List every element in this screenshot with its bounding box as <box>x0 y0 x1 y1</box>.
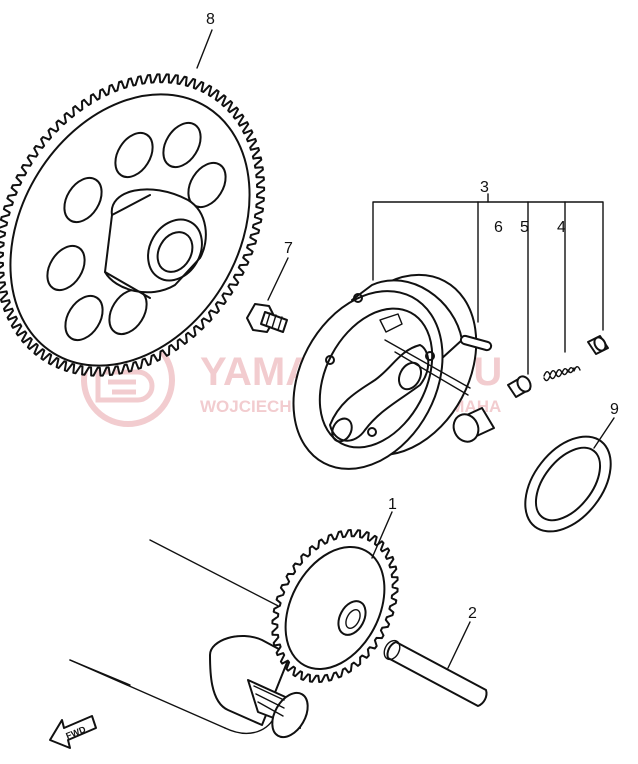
gear-1-hub <box>337 600 367 636</box>
gear-8-hole <box>46 244 86 292</box>
assembly-bracket-3 <box>372 193 604 375</box>
callout-2: 2 <box>468 605 477 622</box>
clutch-insert-line <box>384 339 471 389</box>
clutch-bolt-hole <box>325 355 335 365</box>
clutch-bolt-hole <box>353 293 363 303</box>
gear-8-hub-boss <box>104 188 207 294</box>
spline-groove <box>255 693 285 709</box>
bolt-7-thread <box>271 314 277 329</box>
shaft-2-end <box>383 639 401 661</box>
callout-8: 8 <box>206 11 215 28</box>
spring-cap-end <box>593 336 607 352</box>
idler-shaft <box>383 639 488 707</box>
fwd-arrow-shape <box>49 715 97 749</box>
bolt-7-thread <box>265 312 271 327</box>
shaft-2-body <box>386 641 488 707</box>
spline-groove <box>253 685 285 701</box>
roller-large-end <box>452 413 480 443</box>
forward-direction-arrow: FWD <box>49 715 97 749</box>
clutch-roller-slot <box>329 344 430 442</box>
leader-line-2 <box>447 621 471 669</box>
roller-5 <box>507 375 532 398</box>
watermark-logo-mark <box>95 369 155 403</box>
gear-8-hole <box>114 131 154 179</box>
clutch-bolt-hole <box>425 351 435 361</box>
gear-8-hub-edge <box>104 271 151 299</box>
clutch-bolt-hole <box>367 427 377 437</box>
callout-1: 1 <box>388 496 397 513</box>
washer-9-inner <box>534 446 602 522</box>
spring-cap <box>587 335 609 355</box>
gear-8-hub-edge <box>111 194 151 216</box>
spline-groove <box>257 701 284 717</box>
roller-large <box>452 407 495 443</box>
gear-8-inner-rim <box>9 93 251 367</box>
idler-gear <box>271 529 399 683</box>
clutch-inner-step <box>318 307 434 449</box>
bolt-7-thread <box>277 316 283 331</box>
callout-3: 3 <box>480 179 489 196</box>
gear-1-web <box>284 546 386 670</box>
spline-shaft-end <box>271 691 309 739</box>
washer-9-outer <box>524 435 612 533</box>
gear-8-hole <box>63 176 103 224</box>
clutch-notch <box>379 313 403 333</box>
leader-line-9 <box>593 417 615 449</box>
motor-outline-top <box>149 539 291 613</box>
clutch-roller-pin <box>397 361 423 391</box>
gear-8-bore <box>156 231 194 273</box>
hex-bolt <box>246 303 288 333</box>
callout-6: 6 <box>494 219 503 236</box>
gear-8-hole <box>162 121 202 169</box>
callout-4: 4 <box>557 219 566 236</box>
gear-8-hole <box>64 294 104 342</box>
spring-4-lower <box>543 367 575 382</box>
clutch-roller-pin <box>331 417 353 443</box>
gear-1-teeth <box>271 529 399 683</box>
starter-wheel-gear <box>0 73 266 377</box>
washer-9 <box>524 435 612 533</box>
clutch-insert-line <box>394 351 469 396</box>
callout-5: 5 <box>520 219 529 236</box>
roller-5-end <box>516 375 532 393</box>
motor-spline-shaft <box>209 635 309 739</box>
callout-7: 7 <box>284 240 293 257</box>
gear-1-bore <box>345 609 361 629</box>
gear-8-hub-face <box>147 218 203 282</box>
leader-line-8 <box>196 29 213 69</box>
pin-6 <box>459 334 493 352</box>
motor-outline-lower <box>69 659 131 686</box>
leader-line-1 <box>371 511 393 559</box>
callout-9: 9 <box>610 401 619 418</box>
one-way-clutch-housing <box>292 273 478 470</box>
leader-line-7 <box>267 257 289 301</box>
